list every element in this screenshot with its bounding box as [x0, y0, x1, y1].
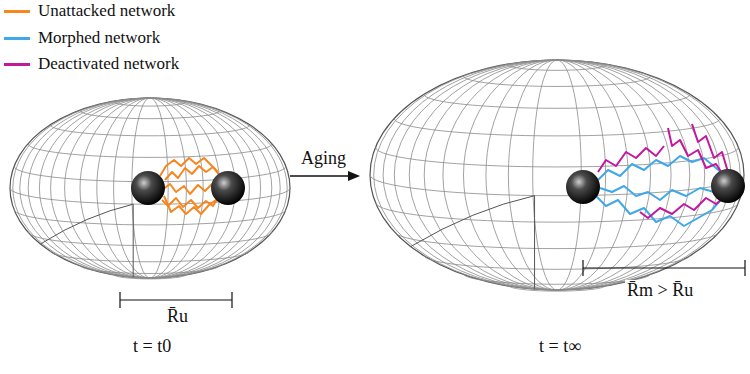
legend-swatch	[4, 10, 30, 13]
legend-text: Morphed network	[38, 28, 160, 48]
crosslink-sphere	[566, 170, 600, 204]
ellipsoid-mesh	[10, 98, 290, 279]
crosslink-sphere	[711, 169, 745, 203]
legend-swatch	[4, 63, 30, 66]
unattacked-chains	[160, 158, 220, 214]
ellipsoid-mesh	[370, 60, 744, 291]
time-label: t = t∞	[537, 336, 583, 357]
dimension-label: R̄u	[165, 306, 190, 327]
legend-text: Unattacked network	[38, 1, 175, 21]
process-label: Aging	[299, 148, 348, 169]
time-label: t = t0	[131, 336, 173, 357]
arrow-head	[348, 171, 360, 181]
crosslink-sphere	[211, 171, 245, 205]
legend-swatch	[4, 37, 30, 40]
process-arrow	[290, 175, 350, 177]
deactivated-chains	[598, 124, 728, 218]
crosslink-sphere	[131, 171, 165, 205]
dimension-label: R̄m > R̄u	[625, 280, 695, 301]
dimension-bracket	[583, 260, 745, 276]
legend-text: Deactivated network	[38, 54, 179, 74]
